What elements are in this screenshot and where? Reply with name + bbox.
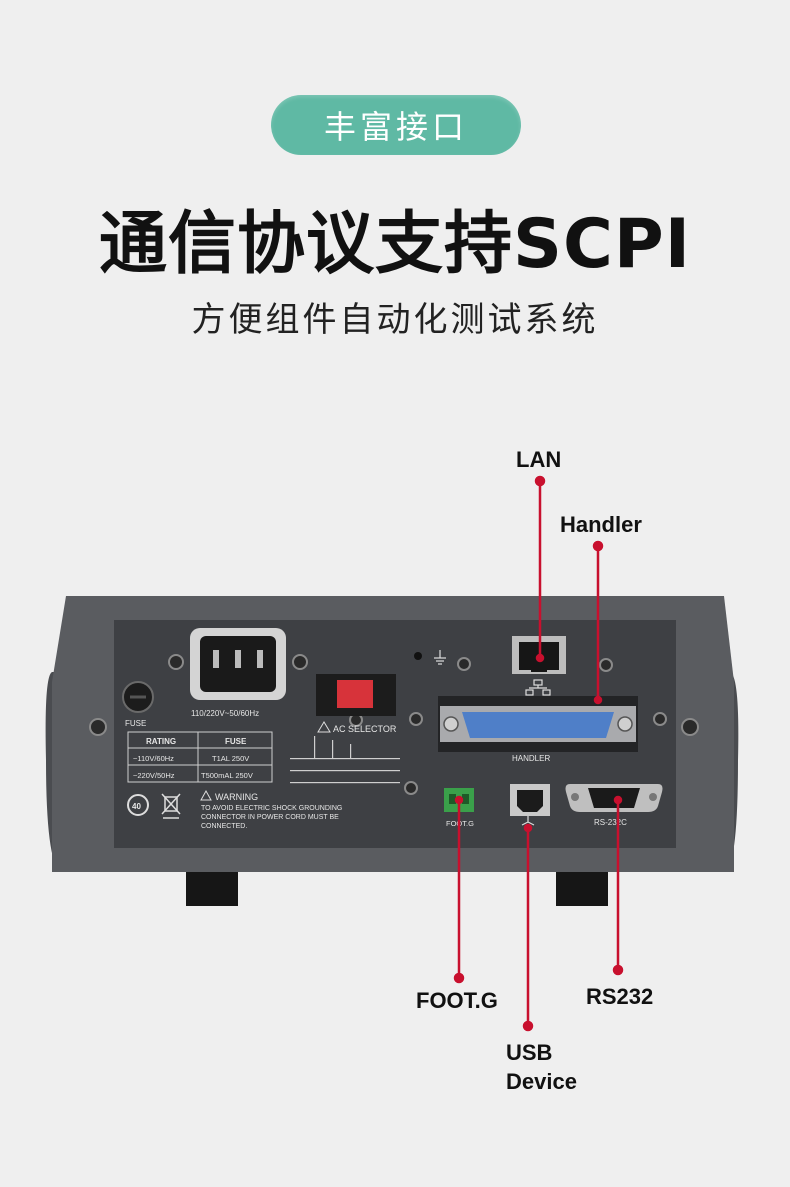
fuse-header: FUSE	[225, 737, 247, 746]
rating-cell: ~110V/60Hz	[133, 754, 174, 763]
rs232-port-label: RS-232C	[594, 818, 627, 827]
warning-line: CONNECTOR IN POWER CORD MUST BE	[201, 814, 339, 821]
warning-icon	[200, 789, 212, 801]
recycle-bin-icon	[161, 793, 181, 819]
fuse-cell: T500mAL 250V	[201, 771, 253, 780]
section-badge: 丰富接口	[271, 95, 521, 155]
eco-badge-text: 40	[132, 802, 141, 811]
callout-lan: LAN	[516, 447, 562, 472]
callout-lines	[453, 475, 624, 1032]
indicator-dot	[414, 652, 422, 660]
callout-handler: Handler	[560, 512, 642, 537]
callout-usb-line1: USB	[506, 1040, 553, 1065]
fuse-cell: T1AL 250V	[212, 754, 249, 763]
callout-usb-line2: Device	[506, 1069, 577, 1094]
eco-badge-icon	[127, 794, 149, 816]
callout-footg: FOOT.G	[416, 988, 498, 1013]
handler-port-label: HANDLER	[512, 754, 550, 763]
warning-title: WARNING	[215, 792, 258, 802]
rating-header: RATING	[146, 737, 176, 746]
page-title: 通信协议支持SCPI	[98, 205, 692, 284]
warning-line: CONNECTED.	[201, 823, 247, 830]
warning-line: TO AVOID ELECTRIC SHOCK GROUNDING	[201, 805, 342, 812]
ac-selector-label: AC SELECTOR	[333, 724, 397, 734]
network-icon	[525, 679, 551, 696]
usb-icon	[521, 816, 535, 826]
selector-diagram	[290, 736, 400, 784]
rating-table	[127, 731, 273, 783]
voltage-label: 110/220V~50/60Hz	[191, 709, 259, 718]
foot-left	[186, 866, 238, 906]
foot-right	[556, 866, 608, 906]
page-subtitle: 方便组件自动化测试系统	[191, 300, 599, 340]
callout-rs232: RS232	[586, 984, 654, 1009]
rating-cell: ~220V/50Hz	[133, 771, 175, 780]
ground-icon	[434, 650, 446, 665]
fuse-label: FUSE	[125, 719, 146, 728]
